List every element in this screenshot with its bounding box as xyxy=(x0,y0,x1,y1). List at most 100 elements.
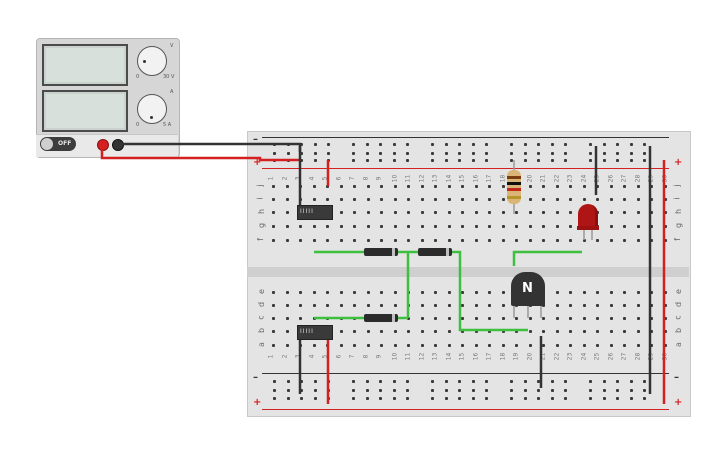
terminal-hole[interactable] xyxy=(528,185,532,188)
terminal-hole[interactable] xyxy=(272,344,275,347)
rail-hole[interactable] xyxy=(564,143,567,146)
rail-hole[interactable] xyxy=(485,389,488,392)
terminal-hole[interactable] xyxy=(285,198,289,201)
rail-hole[interactable] xyxy=(616,143,619,146)
terminal-hole[interactable] xyxy=(447,344,451,347)
terminal-hole[interactable] xyxy=(393,344,397,347)
terminal-hole[interactable] xyxy=(515,344,518,347)
rail-hole[interactable] xyxy=(352,389,355,392)
rail-hole[interactable] xyxy=(313,152,317,155)
terminal-hole[interactable] xyxy=(528,239,532,242)
rail-hole[interactable] xyxy=(379,143,382,146)
terminal-hole[interactable] xyxy=(380,330,383,333)
terminal-hole[interactable] xyxy=(569,211,572,214)
terminal-hole[interactable] xyxy=(609,291,613,294)
diode-3[interactable] xyxy=(364,314,398,322)
terminal-hole[interactable] xyxy=(515,211,518,214)
rail-hole[interactable] xyxy=(471,152,475,155)
terminal-hole[interactable] xyxy=(596,344,599,347)
terminal-hole[interactable] xyxy=(380,185,383,188)
terminal-hole[interactable] xyxy=(515,225,518,228)
terminal-hole[interactable] xyxy=(569,330,572,333)
terminal-hole[interactable] xyxy=(623,344,626,347)
rail-hole[interactable] xyxy=(300,159,303,162)
rail-hole[interactable] xyxy=(406,389,409,392)
terminal-hole[interactable] xyxy=(542,225,545,228)
rail-hole[interactable] xyxy=(431,143,434,146)
rail-hole[interactable] xyxy=(444,389,448,392)
terminal-hole[interactable] xyxy=(488,317,491,320)
terminal-hole[interactable] xyxy=(434,239,437,242)
rail-hole[interactable] xyxy=(523,143,527,146)
terminal-hole[interactable] xyxy=(528,317,532,320)
terminal-hole[interactable] xyxy=(326,185,329,188)
terminal-hole[interactable] xyxy=(434,304,437,307)
psu-negative-lead[interactable] xyxy=(117,142,302,152)
terminal-hole[interactable] xyxy=(596,291,599,294)
power-switch[interactable]: OFF xyxy=(40,137,76,151)
terminal-hole[interactable] xyxy=(339,239,343,242)
terminal-hole[interactable] xyxy=(393,239,397,242)
rail-hole[interactable] xyxy=(286,380,290,383)
terminal-hole[interactable] xyxy=(393,211,397,214)
terminal-hole[interactable] xyxy=(569,317,572,320)
terminal-hole[interactable] xyxy=(636,198,640,201)
terminal-hole[interactable] xyxy=(407,330,410,333)
rail-hole[interactable] xyxy=(510,397,513,400)
rail-hole[interactable] xyxy=(444,397,448,400)
terminal-hole[interactable] xyxy=(542,211,545,214)
rail-hole[interactable] xyxy=(523,397,527,400)
psu-positive-lead[interactable] xyxy=(100,144,300,162)
rail-hole[interactable] xyxy=(286,389,290,392)
terminal-hole[interactable] xyxy=(474,225,478,228)
terminal-hole[interactable] xyxy=(488,198,491,201)
terminal-hole[interactable] xyxy=(393,291,397,294)
terminal-hole[interactable] xyxy=(555,330,559,333)
terminal-hole[interactable] xyxy=(380,225,383,228)
slide-switch-top[interactable]: IIIII xyxy=(297,205,333,220)
terminal-hole[interactable] xyxy=(420,304,424,307)
rail-hole[interactable] xyxy=(523,159,527,162)
terminal-hole[interactable] xyxy=(420,317,424,320)
terminal-hole[interactable] xyxy=(272,317,275,320)
terminal-hole[interactable] xyxy=(636,239,640,242)
rail-hole[interactable] xyxy=(458,143,461,146)
terminal-hole[interactable] xyxy=(569,185,572,188)
rail-hole[interactable] xyxy=(537,152,540,155)
terminal-hole[interactable] xyxy=(407,185,410,188)
rail-hole[interactable] xyxy=(406,159,409,162)
terminal-hole[interactable] xyxy=(380,211,383,214)
npn-transistor[interactable]: N xyxy=(511,272,545,306)
terminal-hole[interactable] xyxy=(285,330,289,333)
rail-hole[interactable] xyxy=(431,397,434,400)
terminal-hole[interactable] xyxy=(285,304,289,307)
rail-hole[interactable] xyxy=(392,152,396,155)
terminal-hole[interactable] xyxy=(515,317,518,320)
terminal-hole[interactable] xyxy=(285,185,289,188)
terminal-hole[interactable] xyxy=(272,330,275,333)
terminal-hole[interactable] xyxy=(596,317,599,320)
rail-hole[interactable] xyxy=(300,380,303,383)
terminal-hole[interactable] xyxy=(501,291,505,294)
terminal-hole[interactable] xyxy=(609,304,613,307)
terminal-hole[interactable] xyxy=(312,225,316,228)
rail-hole[interactable] xyxy=(629,152,633,155)
terminal-hole[interactable] xyxy=(623,304,626,307)
rail-hole[interactable] xyxy=(602,389,606,392)
terminal-hole[interactable] xyxy=(272,239,275,242)
terminal-hole[interactable] xyxy=(272,291,275,294)
terminal-hole[interactable] xyxy=(285,239,289,242)
terminal-hole[interactable] xyxy=(555,344,559,347)
terminal-hole[interactable] xyxy=(380,344,383,347)
terminal-hole[interactable] xyxy=(542,317,545,320)
rail-hole[interactable] xyxy=(313,389,317,392)
terminal-hole[interactable] xyxy=(326,239,329,242)
terminal-hole[interactable] xyxy=(623,225,626,228)
terminal-hole[interactable] xyxy=(596,239,599,242)
rail-hole[interactable] xyxy=(300,152,303,155)
terminal-hole[interactable] xyxy=(488,304,491,307)
rail-hole[interactable] xyxy=(471,389,475,392)
rail-hole[interactable] xyxy=(431,152,434,155)
rail-hole[interactable] xyxy=(643,159,646,162)
diode-2[interactable] xyxy=(418,248,452,256)
